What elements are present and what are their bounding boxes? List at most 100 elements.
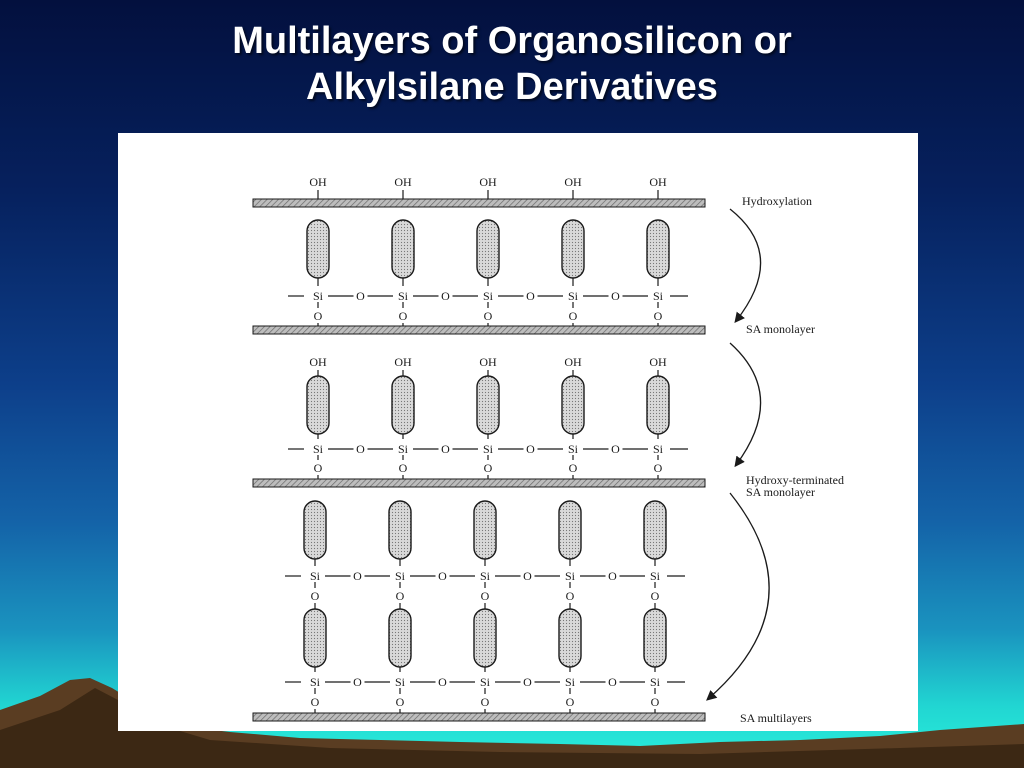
hydroxy-monolayer-anchor-o-1: O <box>314 461 323 475</box>
multilayer-top-chain-1 <box>303 500 327 560</box>
multilayer-top-network-si-1: Si <box>310 569 321 583</box>
monolayer-network-bridge-o-3: O <box>526 289 535 303</box>
multilayer-top-chain-2 <box>388 500 412 560</box>
arrow-hydroxylation-to-monolayer <box>729 208 762 324</box>
monolayer-network-bridge-o-4: O <box>611 289 620 303</box>
hydroxy-monolayer-chain-5 <box>646 375 670 435</box>
label-hydroxy-terminated-line1: Hydroxy-terminated <box>746 473 844 487</box>
monolayer-chain-1 <box>306 219 330 279</box>
multilayer-bottom-network-si-5: Si <box>650 675 661 689</box>
multilayer-link-o-1: O <box>311 589 320 603</box>
monolayer-network-si-1: Si <box>313 289 324 303</box>
hydroxy-monolayer-network-si-3: Si <box>483 442 494 456</box>
arrow-monolayer-to-hydroxy <box>729 342 762 468</box>
hydroxy-monolayer-oh-4: OH <box>564 355 582 369</box>
multilayer-top-chain-3 <box>473 500 497 560</box>
hydroxy-monolayer-anchor-o-4: O <box>569 461 578 475</box>
hydroxy-monolayer-oh-1: OH <box>309 355 327 369</box>
multilayer-link-o-5: O <box>651 589 660 603</box>
multilayer-bottom-chain-5 <box>643 608 667 668</box>
monolayer-network-si-2: Si <box>398 289 409 303</box>
multilayer-bottom-network-si-2: Si <box>395 675 406 689</box>
multilayer-bottom-network-si-3: Si <box>480 675 491 689</box>
multilayer-bottom-network-bridge-o-2: O <box>438 675 447 689</box>
multilayer-bottom-anchor-o-2: O <box>396 695 405 709</box>
hydroxy-monolayer-anchor-o-3: O <box>484 461 493 475</box>
hydroxy-monolayer-anchor-o-5: O <box>654 461 663 475</box>
arrow-hydroxy-to-multilayers <box>706 492 770 701</box>
hydroxy-monolayer-chain-4 <box>561 375 585 435</box>
multilayer-bottom-chain-1 <box>303 608 327 668</box>
multilayer-top-network-bridge-o-2: O <box>438 569 447 583</box>
multilayer-link-o-2: O <box>396 589 405 603</box>
slide-title-line-1: Multilayers of Organosilicon or <box>232 20 792 62</box>
hydroxy-monolayer-network-bridge-o-3: O <box>526 442 535 456</box>
multilayer-link-o-4: O <box>566 589 575 603</box>
hydroxy-monolayer-oh-2: OH <box>394 355 412 369</box>
hydroxy-monolayer-chain-2 <box>391 375 415 435</box>
mountain-shade <box>0 688 1024 768</box>
multilayer-top-chain-5 <box>643 500 667 560</box>
monolayer-chain-5 <box>646 219 670 279</box>
monolayer-network-si-4: Si <box>568 289 579 303</box>
multilayer-top-chain-4 <box>558 500 582 560</box>
multilayer-bottom-network-bridge-o-4: O <box>608 675 617 689</box>
monolayer-network-bridge-o-2: O <box>441 289 450 303</box>
surface-oh-2: OH <box>394 175 412 189</box>
mountain-landscape-decoration <box>0 678 1024 768</box>
multilayer-bottom-anchor-o-5: O <box>651 695 660 709</box>
monolayer-chain-4 <box>561 219 585 279</box>
hydroxy-monolayer-network-si-1: Si <box>313 442 324 456</box>
hydroxy-monolayer-network-si-5: Si <box>653 442 664 456</box>
multilayer-bottom-anchor-o-3: O <box>481 695 490 709</box>
monolayer-anchor-o-2: O <box>399 309 408 323</box>
monolayer-network-bridge-o-1: O <box>356 289 365 303</box>
multilayer-top-network-bridge-o-4: O <box>608 569 617 583</box>
multilayer-bottom-anchor-o-4: O <box>566 695 575 709</box>
substrate-hydroxylated <box>252 198 706 208</box>
monolayer-anchor-o-1: O <box>314 309 323 323</box>
multilayer-bottom-chain-2 <box>388 608 412 668</box>
multilayer-bottom-network-si-4: Si <box>565 675 576 689</box>
monolayer-anchor-o-3: O <box>484 309 493 323</box>
slide-title-line-2: Alkylsilane Derivatives <box>306 66 718 108</box>
hydroxy-monolayer-chain-3 <box>476 375 500 435</box>
multilayer-bottom-anchor-o-1: O <box>311 695 320 709</box>
multilayer-bottom-network-bridge-o-1: O <box>353 675 362 689</box>
monolayer-chain-2 <box>391 219 415 279</box>
monolayer-anchor-o-4: O <box>569 309 578 323</box>
hydroxy-monolayer-chain-1 <box>306 375 330 435</box>
surface-oh-4: OH <box>564 175 582 189</box>
hydroxy-monolayer-network-si-4: Si <box>568 442 579 456</box>
hydroxy-monolayer-network-bridge-o-1: O <box>356 442 365 456</box>
multilayer-link-o-3: O <box>481 589 490 603</box>
multilayer-top-network-si-4: Si <box>565 569 576 583</box>
surface-oh-5: OH <box>649 175 667 189</box>
hydroxy-monolayer-anchor-o-2: O <box>399 461 408 475</box>
multilayer-top-network-bridge-o-1: O <box>353 569 362 583</box>
multilayer-top-network-si-3: Si <box>480 569 491 583</box>
hydroxy-monolayer-network-bridge-o-4: O <box>611 442 620 456</box>
multilayer-bottom-chain-4 <box>558 608 582 668</box>
label-hydroxylation: Hydroxylation <box>742 194 812 208</box>
multilayer-bottom-chain-3 <box>473 608 497 668</box>
surface-oh-1: OH <box>309 175 327 189</box>
multilayer-bottom-network-si-1: Si <box>310 675 321 689</box>
multilayer-top-network-bridge-o-3: O <box>523 569 532 583</box>
multilayer-bottom-network-bridge-o-3: O <box>523 675 532 689</box>
multilayer-top-network-si-5: Si <box>650 569 661 583</box>
slide-title: Multilayers of Organosilicon or Alkylsil… <box>0 18 1024 110</box>
label-hydroxy-terminated-line2: SA monolayer <box>746 485 815 499</box>
substrate-monolayer <box>252 325 706 335</box>
multilayer-top-network-si-2: Si <box>395 569 406 583</box>
label-sa-multilayers: SA multilayers <box>740 711 812 725</box>
monolayer-chain-3 <box>476 219 500 279</box>
hydroxy-monolayer-network-bridge-o-2: O <box>441 442 450 456</box>
monolayer-anchor-o-5: O <box>654 309 663 323</box>
substrate-hydroxy-terminated <box>252 478 706 488</box>
hydroxy-monolayer-oh-5: OH <box>649 355 667 369</box>
label-sa-monolayer: SA monolayer <box>746 322 815 336</box>
monolayer-network-si-5: Si <box>653 289 664 303</box>
